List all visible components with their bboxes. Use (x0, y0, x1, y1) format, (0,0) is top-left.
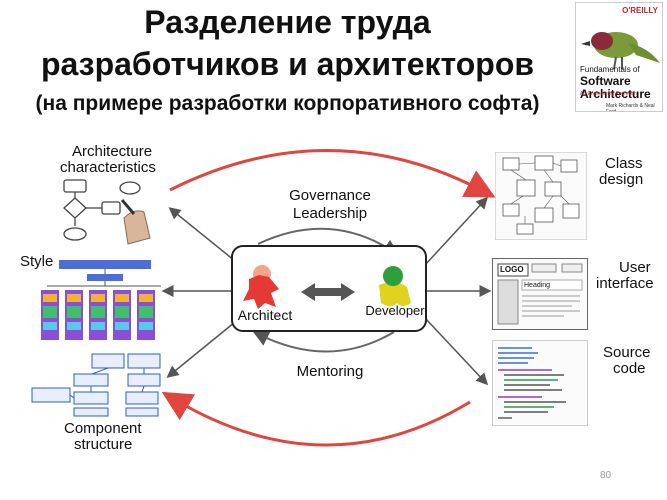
slide-subtitle: (на примере разработки корпоративного со… (35, 92, 540, 115)
book-authors: Mark Richards & Neal Ford (606, 103, 655, 112)
mockup-heading-text: Heading (524, 282, 551, 289)
architect-figure-icon (243, 265, 279, 309)
component-structure-icon (31, 353, 161, 417)
gray-arc-top (257, 227, 400, 256)
slide-title-line-2: разработчиков и архитекторов (40, 46, 535, 82)
ui-label-line-1: User (619, 259, 651, 276)
leadership-label: Leadership (292, 205, 368, 222)
book-title-big-1: Software (580, 74, 631, 88)
bird-illustration-icon (581, 32, 660, 70)
center-figures (243, 265, 411, 309)
red-arc-top (169, 149, 496, 198)
book-title: Fundamentals of Software Architecture (580, 65, 651, 101)
red-arc-bottom (161, 391, 471, 447)
governance-label: Governance (289, 187, 371, 204)
ui-mockup-icon (492, 258, 588, 330)
source-label-line-1: Source (603, 344, 651, 361)
page-number: 80 (600, 470, 612, 481)
arch-char-label-line-1: Architecture (72, 143, 153, 160)
book-title-small: Fundamentals of (580, 65, 640, 74)
style-label: Style (20, 253, 54, 270)
book-cover: O'REILLY Fundamentals of Software Archit… (575, 2, 663, 112)
component-label-line-2: structure (74, 436, 133, 453)
arrow-to-source (424, 317, 489, 386)
gray-arc-bottom (252, 331, 395, 353)
ui-label-line-2: interface (596, 275, 654, 292)
book-title-big-2: Architecture (580, 87, 651, 101)
source-code-icon (492, 340, 588, 426)
component-label-line-1: Component (64, 420, 142, 437)
developer-label: Developer (365, 303, 425, 318)
slide-title-line-1: Разделение труда (144, 4, 431, 40)
developer-figure-icon (379, 266, 411, 306)
book-subtitle: An Engineering Approach (580, 91, 637, 97)
architect-label: Architect (237, 307, 293, 323)
publisher-logo: O'REILLY (622, 6, 658, 15)
arch-char-label-line-2: characteristics (60, 159, 156, 176)
class-label-line-2: design (599, 171, 644, 188)
double-arrow-icon (301, 283, 355, 301)
mockup-logo-text: LOGO (500, 265, 524, 274)
style-architecture-icon (41, 260, 161, 340)
flowchart-sketch-icon (63, 179, 151, 245)
class-diagram-icon (495, 152, 587, 240)
source-label-line-2: code (613, 360, 646, 377)
arrow-to-arch-char (168, 207, 241, 266)
mentoring-label: Mentoring (296, 363, 364, 380)
arrow-to-class (424, 196, 489, 266)
class-label-line-1: Class (605, 155, 643, 172)
arrow-to-component (166, 317, 241, 378)
